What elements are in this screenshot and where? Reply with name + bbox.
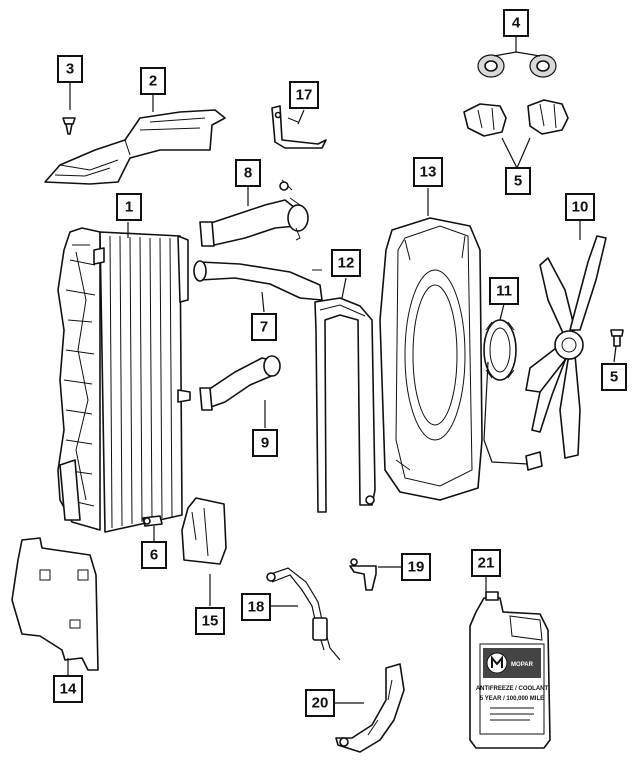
callout-11: 11 [489, 277, 519, 305]
drain-cock-part [142, 515, 163, 527]
callout-label: 1 [125, 199, 133, 216]
callout-4: 4 [503, 9, 529, 37]
callout-label: 9 [261, 435, 269, 452]
callout-17: 17 [289, 81, 319, 109]
leader-lines [67, 36, 617, 704]
callout-18: 18 [241, 593, 271, 621]
jug-warranty-label: 5 YEAR / 100,000 MILE [480, 696, 544, 702]
callout-21: 21 [471, 549, 501, 577]
callout-label: 19 [408, 559, 425, 576]
callout-label: 7 [260, 319, 268, 336]
callout-19: 19 [401, 553, 431, 581]
lower-hose-part [199, 355, 281, 411]
callout-label: 11 [496, 283, 512, 300]
callout-9: 9 [252, 429, 278, 457]
shroud-bracket-pair-part [463, 99, 569, 137]
callout-1: 1 [116, 193, 142, 221]
callout-3: 3 [57, 55, 83, 83]
callout-label: 15 [202, 613, 219, 630]
bracket-plate-part [181, 497, 227, 565]
callout-label: 2 [149, 73, 157, 90]
callout-label: 6 [150, 547, 158, 564]
splash-shield-part [11, 537, 99, 671]
callout-label: 5 [514, 173, 522, 190]
callout-label: 17 [296, 87, 313, 104]
callout-20: 20 [305, 689, 335, 717]
fan-blade-part [525, 235, 607, 459]
callout-label: 21 [478, 555, 495, 572]
upper-hose-part [199, 179, 309, 247]
tube-bracket-part [335, 663, 405, 753]
mounting-bracket-17-part [271, 105, 327, 149]
callout-15: 15 [195, 607, 225, 635]
jug-product-label: ANTIFREEZE / COOLANT [476, 686, 549, 692]
callout-label: 4 [512, 15, 521, 32]
jug-brand-label: MOPAR [511, 662, 534, 668]
callout-2: 2 [140, 67, 166, 95]
callout-14: 14 [53, 675, 83, 703]
callout-label: 5 [610, 369, 618, 386]
callout-label: 18 [248, 599, 265, 616]
shroud-seal-part [314, 297, 376, 513]
callout-label: 20 [312, 695, 329, 712]
radiator-part [57, 227, 191, 533]
small-bracket-part [349, 558, 377, 591]
callout-13: 13 [413, 157, 443, 187]
callout-7: 7 [251, 313, 277, 341]
coolant-tube-part [266, 567, 341, 661]
push-pin-part [62, 117, 76, 135]
callout-label: 10 [572, 199, 589, 216]
callout-label: 14 [60, 681, 77, 698]
callout-5b: 5 [601, 363, 627, 391]
callout-6: 6 [141, 541, 167, 569]
fan-shroud-part [379, 217, 483, 501]
callout-label: 13 [420, 164, 437, 181]
coolant-jug-part: MOPAR ANTIFREEZE / COOLANT 5 YEAR / 100,… [469, 591, 551, 749]
callout-12: 12 [331, 249, 361, 277]
radiator-hose-part [193, 260, 323, 301]
callout-8: 8 [235, 159, 261, 187]
isolator-pair-part [477, 54, 557, 78]
callout-label: 3 [66, 61, 74, 78]
bolt-part [610, 329, 624, 347]
callout-5a: 5 [505, 167, 531, 195]
callout-label: 12 [338, 255, 355, 272]
callout-label: 8 [244, 165, 252, 182]
callout-10: 10 [565, 193, 595, 221]
air-deflector-part [44, 109, 226, 185]
fan-clutch-part [483, 319, 543, 471]
